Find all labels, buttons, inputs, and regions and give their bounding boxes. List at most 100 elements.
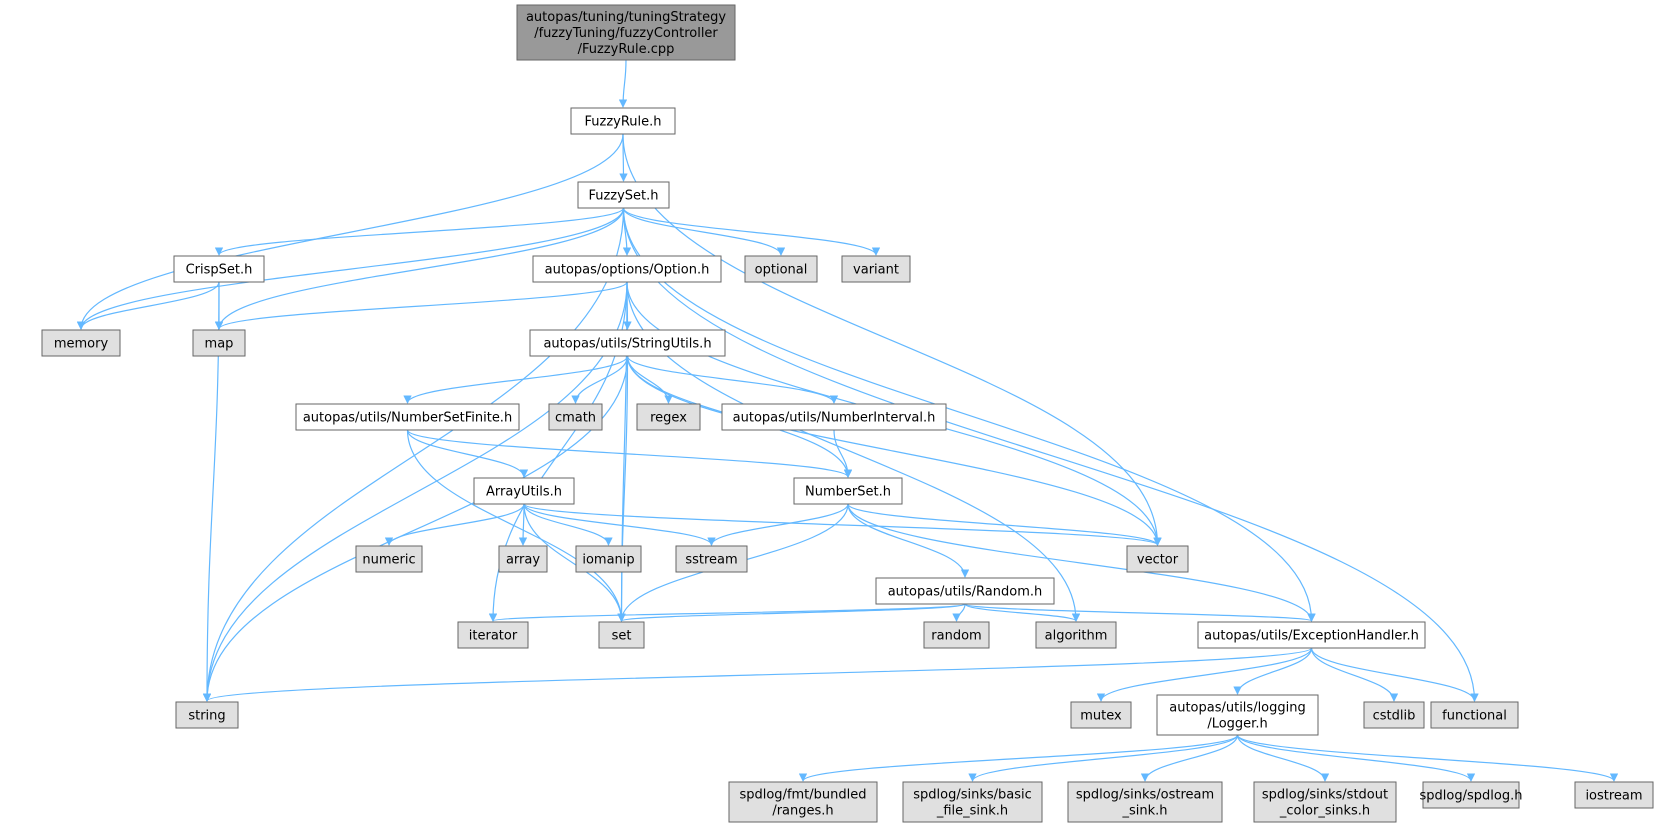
edge-crispset-to-memory — [76, 281, 220, 330]
node-label-root-line-2: /FuzzyRule.cpp — [578, 42, 675, 57]
node-box-fuzzyrule — [570, 107, 676, 135]
node-cmath: cmath — [548, 403, 603, 431]
node-box-map — [192, 329, 246, 357]
node-numeric: numeric — [355, 545, 423, 573]
node-fuzzyrule[interactable]: FuzzyRule.h — [570, 107, 676, 135]
node-box-stringutils — [529, 329, 726, 357]
edge-stringutils-to-string — [202, 355, 629, 702]
node-label-ostreamsink-line-1: _sink.h — [1121, 804, 1167, 819]
node-box-memory — [41, 329, 121, 357]
edge-arrayutils-to-vector — [523, 503, 1162, 546]
edge-stringutils-to-numbersetfinite — [403, 355, 629, 404]
node-label-sstream: sstream — [685, 553, 737, 568]
node-label-numberset: NumberSet.h — [805, 485, 891, 500]
nodes-layer: autopas/tuning/tuningStrategy/fuzzyTunin… — [41, 4, 1654, 823]
edge-fuzzyset-to-string — [202, 207, 625, 702]
node-label-spdlog: spdlog/spdlog.h — [1420, 789, 1523, 804]
node-basicfilesink: spdlog/sinks/basic_file_sink.h — [902, 781, 1043, 823]
node-variant: variant — [841, 255, 911, 283]
node-label-arrayutils: ArrayUtils.h — [486, 485, 562, 500]
node-label-exceptionhandler: autopas/utils/ExceptionHandler.h — [1204, 629, 1419, 644]
node-label-numeric: numeric — [362, 553, 415, 568]
edge-numberset-to-exceptionhandler — [847, 503, 1316, 622]
edge-fuzzyrule-to-memory — [76, 133, 624, 330]
node-stringutils[interactable]: autopas/utils/StringUtils.h — [529, 329, 726, 357]
edge-logger-to-spdlog — [1236, 734, 1476, 782]
node-box-option — [532, 255, 722, 283]
edge-stringutils-to-vector — [626, 355, 1162, 546]
node-set: set — [598, 621, 645, 649]
node-box-numbersetfinite — [295, 403, 520, 431]
node-label-algorithm: algorithm — [1045, 629, 1108, 644]
node-label-ranges-line-1: /ranges.h — [772, 804, 833, 819]
node-box-numberset — [793, 477, 903, 505]
node-box-random_h — [875, 577, 1055, 605]
node-numbersetfinite[interactable]: autopas/utils/NumberSetFinite.h — [295, 403, 520, 431]
node-box-ostreamsink — [1067, 781, 1223, 823]
node-arrayutils[interactable]: ArrayUtils.h — [473, 477, 575, 505]
edge-fuzzyset-to-crispset — [214, 207, 625, 256]
node-box-set — [598, 621, 645, 649]
node-box-variant — [841, 255, 911, 283]
edge-stringutils-to-cmath — [571, 355, 629, 404]
node-label-logger-line-1: /Logger.h — [1207, 717, 1267, 732]
node-box-stdoutsink — [1253, 781, 1397, 823]
node-box-fuzzyset — [577, 181, 670, 209]
edge-arrayutils-to-numeric — [384, 503, 525, 546]
node-numberset[interactable]: NumberSet.h — [793, 477, 903, 505]
edge-numberset-to-sstream — [707, 503, 849, 546]
node-label-crispset: CrispSet.h — [186, 263, 253, 278]
edge-logger-to-iostream — [1236, 734, 1619, 782]
edge-fuzzyset-to-memory — [76, 207, 625, 330]
node-crispset[interactable]: CrispSet.h — [173, 255, 265, 283]
edge-stringutils-to-regex — [626, 355, 673, 404]
edge-logger-to-ranges — [798, 734, 1239, 782]
edge-exceptionhandler-to-logger — [1233, 647, 1313, 695]
edge-exceptionhandler-to-mutex — [1096, 647, 1313, 702]
node-numberinterval[interactable]: autopas/utils/NumberInterval.h — [721, 403, 947, 431]
node-label-random_h: autopas/utils/Random.h — [888, 585, 1043, 600]
node-map: map — [192, 329, 246, 357]
edge-stringutils-to-numberinterval — [626, 355, 839, 404]
node-exceptionhandler[interactable]: autopas/utils/ExceptionHandler.h — [1197, 621, 1426, 649]
node-label-random: random — [931, 629, 981, 644]
edge-numberinterval-to-numberset — [833, 429, 853, 478]
node-box-iostream — [1574, 781, 1654, 809]
edge-random_h-to-exceptionhandler — [964, 603, 1316, 622]
node-label-array: array — [506, 553, 540, 568]
node-logger[interactable]: autopas/utils/logging/Logger.h — [1156, 694, 1319, 736]
node-sstream: sstream — [675, 545, 748, 573]
node-box-algorithm — [1035, 621, 1117, 649]
node-fuzzyset[interactable]: FuzzySet.h — [577, 181, 670, 209]
node-mutex: mutex — [1070, 701, 1132, 729]
node-root: autopas/tuning/tuningStrategy/fuzzyTunin… — [516, 4, 736, 61]
edge-logger-to-stdoutsink — [1236, 734, 1330, 782]
node-box-functional — [1430, 701, 1519, 729]
node-box-numberinterval — [721, 403, 947, 431]
node-label-string: string — [188, 709, 225, 724]
node-option[interactable]: autopas/options/Option.h — [532, 255, 722, 283]
edge-exceptionhandler-to-cstdlib — [1310, 647, 1399, 702]
node-cstdlib: cstdlib — [1363, 701, 1425, 729]
node-box-basicfilesink — [902, 781, 1043, 823]
node-label-cstdlib: cstdlib — [1373, 709, 1416, 724]
node-label-basicfilesink-line-1: _file_sink.h — [936, 804, 1008, 819]
node-box-optional — [744, 255, 818, 283]
node-random_h[interactable]: autopas/utils/Random.h — [875, 577, 1055, 605]
edge-numberset-to-random_h — [847, 503, 970, 578]
node-box-spdlog — [1422, 781, 1520, 809]
node-label-mutex: mutex — [1080, 709, 1122, 724]
node-label-numbersetfinite: autopas/utils/NumberSetFinite.h — [303, 411, 512, 426]
node-label-ostreamsink-line-0: spdlog/sinks/ostream — [1076, 788, 1214, 803]
node-ranges: spdlog/fmt/bundled/ranges.h — [728, 781, 878, 823]
node-box-iomanip — [575, 545, 642, 573]
node-label-numberinterval: autopas/utils/NumberInterval.h — [733, 411, 936, 426]
node-box-array — [498, 545, 548, 573]
node-label-regex: regex — [650, 411, 687, 426]
node-functional: functional — [1430, 701, 1519, 729]
node-label-logger-line-0: autopas/utils/logging — [1169, 701, 1306, 716]
node-label-stringutils: autopas/utils/StringUtils.h — [543, 337, 711, 352]
edge-root-to-fuzzyrule — [618, 59, 628, 108]
edge-arrayutils-to-iomanip — [523, 503, 613, 546]
